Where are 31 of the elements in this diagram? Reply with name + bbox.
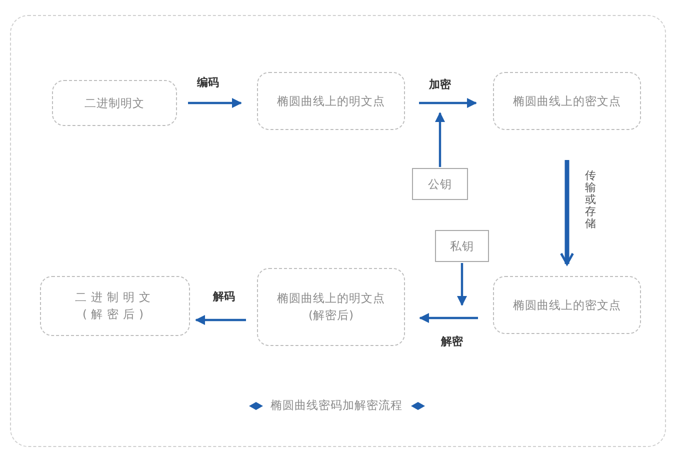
- node-text: (解密后): [82, 306, 148, 323]
- process-box: [52, 80, 177, 126]
- arrow: [195, 315, 246, 325]
- node-text: 公钥: [428, 176, 452, 192]
- node-text: 椭圆曲线上的明文点: [277, 92, 385, 110]
- node-text: 椭圆曲线上的明文点: [277, 290, 385, 307]
- edge-label: 传输或存储: [584, 170, 597, 230]
- node-text: (解密后): [308, 307, 354, 324]
- process-box: [493, 276, 641, 334]
- arrow: [419, 98, 477, 108]
- arrow: [457, 263, 467, 306]
- edge-label: 解码: [212, 290, 236, 303]
- node-text: 二进制明文: [75, 289, 155, 306]
- node-text: 椭圆曲线上的密文点: [513, 92, 621, 110]
- key-box: [435, 230, 489, 262]
- arrow: [419, 313, 478, 323]
- arrow: [435, 112, 445, 167]
- process-box: [40, 276, 190, 336]
- caption: 椭圆曲线密码加解密流程: [270, 398, 402, 413]
- process-box: [493, 72, 641, 130]
- edge-label: 编码: [196, 76, 220, 89]
- edge-label: 加密: [428, 78, 452, 91]
- arrow: [560, 160, 574, 266]
- edge-label: 解密: [440, 335, 464, 348]
- process-box: [257, 268, 405, 346]
- node-text: 私钥: [450, 238, 474, 254]
- node-text: 二进制明文: [84, 94, 144, 112]
- process-box: [257, 72, 405, 130]
- key-box: [412, 168, 468, 200]
- node-text: 椭圆曲线上的密文点: [513, 296, 621, 314]
- arrow: [188, 98, 242, 108]
